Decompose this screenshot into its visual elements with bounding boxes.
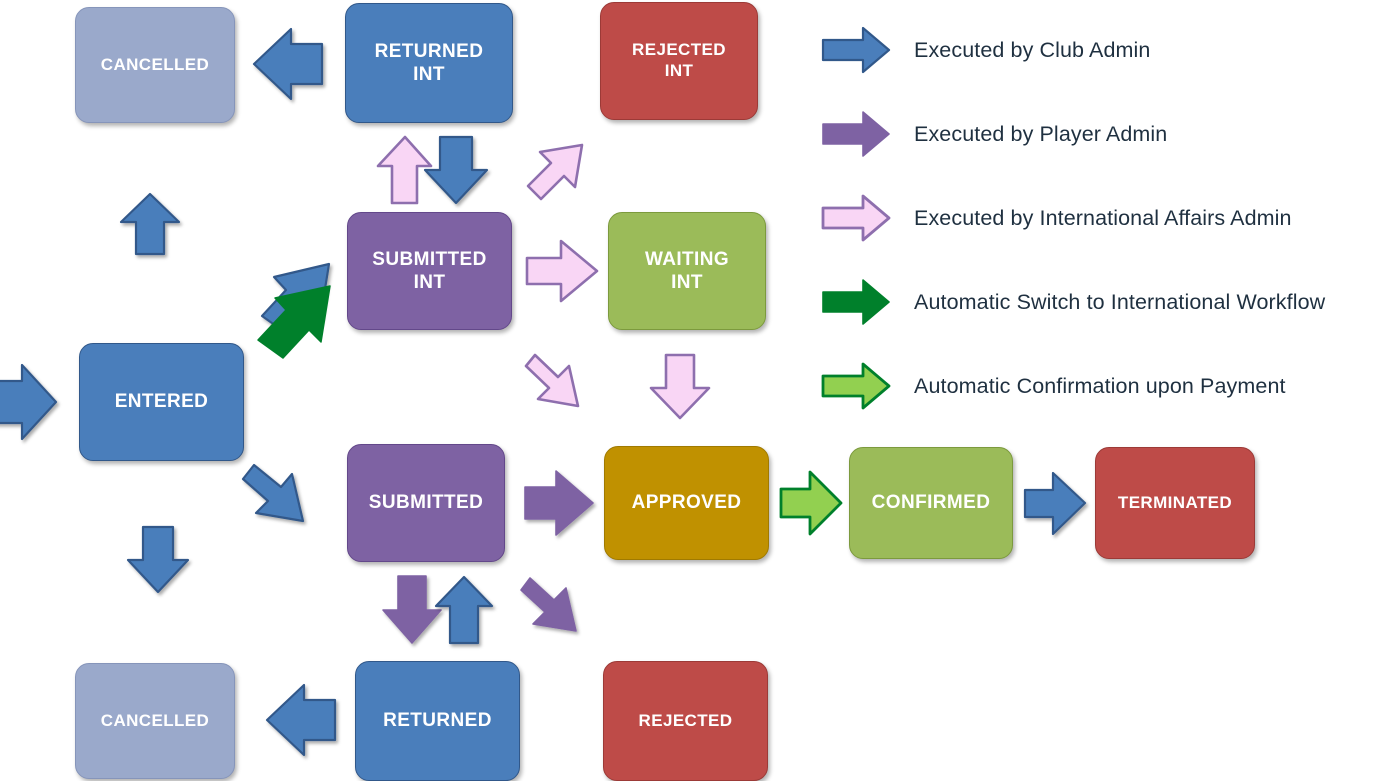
node-label: CONFIRMED <box>871 492 991 514</box>
arrow-waiting-int-to-approved[interactable] <box>649 353 711 420</box>
legend-label: Executed by Player Admin <box>914 121 1168 146</box>
arrow-returned-int-to-cancelled-int[interactable] <box>252 27 324 101</box>
node-label-line-1: SUBMITTED <box>372 248 487 270</box>
arrow-right-icon <box>820 109 892 159</box>
node-returned-int[interactable]: RETURNED INT <box>345 3 513 123</box>
arrow-approved-to-confirmed[interactable] <box>779 470 843 536</box>
node-label-line-2: INT <box>671 272 703 293</box>
arrow-auto-switch-to-international[interactable] <box>257 285 331 359</box>
node-cancelled-int[interactable]: CANCELLED <box>75 7 235 123</box>
node-label-line-1: WAITING <box>644 248 730 270</box>
node-label: SUBMITTED <box>368 492 484 514</box>
legend-label: Automatic Confirmation upon Payment <box>914 373 1286 398</box>
arrow-confirmed-to-terminated[interactable] <box>1023 471 1087 536</box>
legend-item-player-admin[interactable]: Executed by Player Admin <box>820 92 1395 176</box>
legend-item-club-admin[interactable]: Executed by Club Admin <box>820 8 1395 92</box>
arrow-submitted-to-approved[interactable] <box>524 470 594 536</box>
arrow-start-to-entered[interactable] <box>0 363 58 441</box>
node-label: TERMINATED <box>1117 492 1233 512</box>
legend-item-auto-payment[interactable]: Automatic Confirmation upon Payment <box>820 344 1395 428</box>
node-cancelled[interactable]: CANCELLED <box>75 663 235 779</box>
arrow-right-icon <box>820 277 892 327</box>
node-submitted-int[interactable]: SUBMITTED INT <box>347 212 512 330</box>
node-entered[interactable]: ENTERED <box>79 343 244 461</box>
node-label-line-2: INT <box>413 272 446 293</box>
node-label: CANCELLED <box>100 54 210 74</box>
arrow-returned-int-to-submitted-int[interactable] <box>423 135 489 205</box>
legend-item-auto-international[interactable]: Automatic Switch to International Workfl… <box>820 260 1395 344</box>
node-label: ENTERED <box>114 391 209 413</box>
node-terminated[interactable]: TERMINATED <box>1095 447 1255 559</box>
arrow-returned-to-submitted[interactable] <box>434 575 494 645</box>
arrow-submitted-int-to-submitted[interactable] <box>524 353 580 408</box>
node-waiting-int[interactable]: WAITING INT <box>608 212 766 330</box>
node-label: RETURNED <box>383 710 492 732</box>
arrow-entered-to-cancelled[interactable] <box>126 525 190 594</box>
arrow-right-icon <box>820 361 892 411</box>
arrow-right-icon <box>820 193 892 243</box>
node-rejected-int[interactable]: REJECTED INT <box>600 2 758 120</box>
legend-label: Automatic Switch to International Workfl… <box>914 289 1326 314</box>
arrow-submitted-to-returned[interactable] <box>382 575 442 644</box>
node-label-line-1: REJECTED <box>632 40 726 60</box>
arrow-entered-to-submitted[interactable] <box>241 463 305 523</box>
arrow-submitted-int-to-returned-int[interactable] <box>376 135 433 205</box>
node-label: CANCELLED <box>100 710 210 730</box>
node-label: REJECTED <box>638 710 733 730</box>
node-approved[interactable]: APPROVED <box>604 446 769 560</box>
node-submitted[interactable]: SUBMITTED <box>347 444 505 562</box>
node-label: APPROVED <box>631 492 742 514</box>
legend-label: Executed by International Affairs Admin <box>914 205 1292 230</box>
arrow-submitted-int-to-rejected-int[interactable] <box>526 143 584 201</box>
legend-label: Executed by Club Admin <box>914 37 1151 62</box>
arrow-submitted-to-rejected[interactable] <box>520 577 577 632</box>
legend-item-international-admin[interactable]: Executed by International Affairs Admin <box>820 176 1395 260</box>
node-label-line-2: INT <box>413 64 445 85</box>
node-label-line-1: RETURNED <box>374 40 484 62</box>
arrow-returned-to-cancelled[interactable] <box>265 683 337 757</box>
node-label-line-2: INT <box>664 61 694 80</box>
arrow-right-icon <box>820 25 892 75</box>
node-confirmed[interactable]: CONFIRMED <box>849 447 1013 559</box>
arrow-entered-up-column[interactable] <box>119 192 181 256</box>
legend: Executed by Club Admin Executed by Playe… <box>820 8 1395 428</box>
node-returned[interactable]: RETURNED <box>355 661 520 781</box>
node-rejected[interactable]: REJECTED <box>603 661 768 781</box>
arrow-entered-to-submitted-int[interactable] <box>260 262 331 335</box>
arrow-submitted-int-to-waiting-int[interactable] <box>525 239 599 303</box>
